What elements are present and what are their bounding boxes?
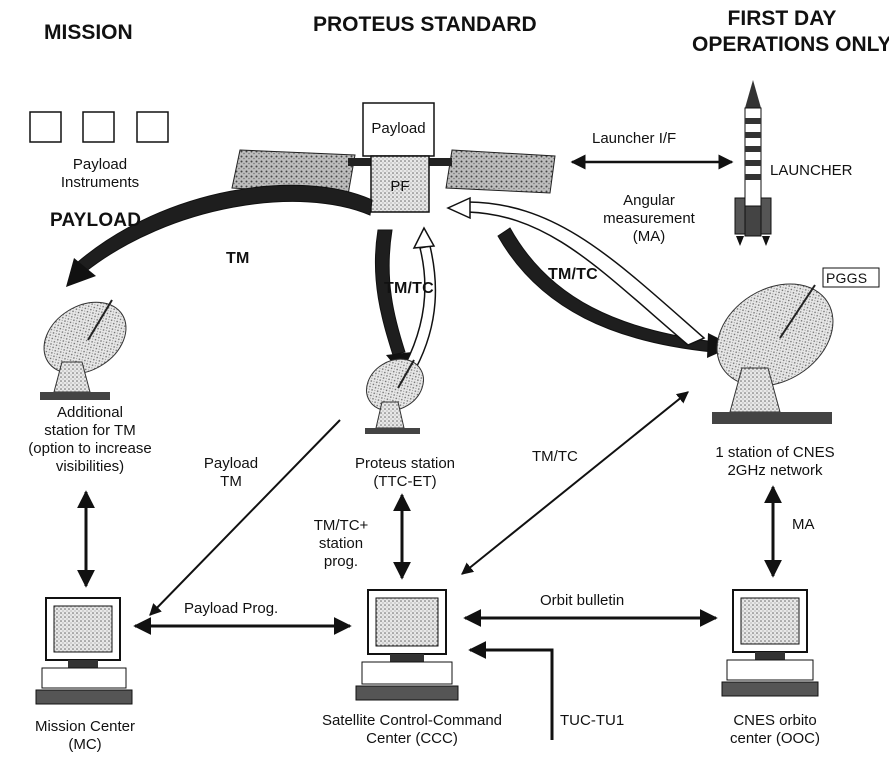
ooc-label: center (OOC) [729, 730, 820, 747]
header-mission: MISSION [44, 21, 133, 44]
payload-instrument-box [29, 111, 62, 143]
tm-tc-station-prog-label: station [318, 535, 364, 552]
mission-center-label: (MC) [68, 736, 102, 753]
ccc-label: Center (CCC) [366, 730, 458, 747]
tuc-arrow [468, 641, 554, 740]
tuc-label: TUC-TU1 [560, 712, 625, 729]
pf-box [370, 155, 430, 213]
tm-tc-station-prog-label: TM/TC+ [313, 517, 369, 534]
cnes-station-label: 2GHz network [727, 462, 823, 479]
satellite [231, 102, 556, 213]
tm-tc-diagonal-label: TM/TC [532, 448, 578, 465]
tm-tc-band-up [403, 245, 437, 369]
cnes-station-label: 1 station of CNES [715, 444, 835, 461]
ccc-computer-icon [355, 589, 459, 701]
payload-instrument-box [82, 111, 115, 143]
angular-measurement-label: measurement [603, 210, 695, 227]
ma-label: MA [792, 516, 815, 533]
launcher-rocket-icon [734, 80, 772, 246]
ccc-label: Satellite Control-Command [321, 712, 503, 729]
additional-station-label: Additional [57, 404, 123, 421]
launcher-if-label: Launcher I/F [592, 130, 677, 147]
additional-station-label: visibilities) [55, 458, 125, 475]
pggs-label: PGGS [826, 270, 868, 286]
payload-instrument-box [136, 111, 169, 143]
angular-measurement-label: Angular [623, 192, 675, 209]
orbit-bulletin-label: Orbit bulletin [540, 592, 625, 609]
payload-instruments-label: Payload [72, 156, 128, 173]
header-first-day: FIRST DAY [727, 7, 837, 30]
tm-tc-diagonal-arrow [461, 391, 689, 575]
payload-instrument-boxes [29, 111, 169, 143]
tm-tc-right-label: TM/TC [548, 266, 598, 283]
ooc-computer-icon [721, 589, 819, 697]
pf-box-label: PF [390, 178, 410, 195]
proteus-station-label: Proteus station [354, 455, 456, 472]
ooc-label: CNES orbito [733, 712, 817, 729]
mission-center-label: Mission Center [34, 718, 136, 735]
cnes-station-dish-icon [712, 283, 834, 424]
angular-measurement-label: (MA) [632, 228, 666, 245]
proteus-station-dish-icon [365, 358, 424, 434]
payload-prog-label: Payload Prog. [184, 600, 279, 617]
proteus-station-label: (TTC-ET) [373, 473, 437, 490]
payload-tm-label: TM [220, 473, 242, 490]
tm-left-label: TM [226, 250, 250, 267]
payload-tm-label: Payload [203, 455, 259, 472]
header-proteus-standard: PROTEUS STANDARD [313, 13, 537, 36]
pggs-box [822, 267, 880, 288]
additional-station-dish-icon [40, 299, 127, 400]
tm-tc-band-down [374, 229, 406, 356]
additional-station-label: station for TM [44, 422, 136, 439]
tm-tc-center-label: TM/TC [384, 280, 434, 297]
mission-center-computer-icon [35, 597, 133, 705]
additional-station-label: (option to increase [28, 440, 152, 457]
header-operations-only: OPERATIONS ONLY [692, 33, 889, 56]
solar-panel-right [445, 149, 556, 194]
payload-tm-arrow [149, 419, 341, 616]
payload-instruments-label: Instruments [60, 174, 140, 191]
payload-title: PAYLOAD [50, 210, 142, 231]
tm-tc-station-prog-label: prog. [323, 553, 359, 570]
payload-box-label: Payload [371, 120, 426, 137]
launcher-label: LAUNCHER [770, 162, 853, 179]
